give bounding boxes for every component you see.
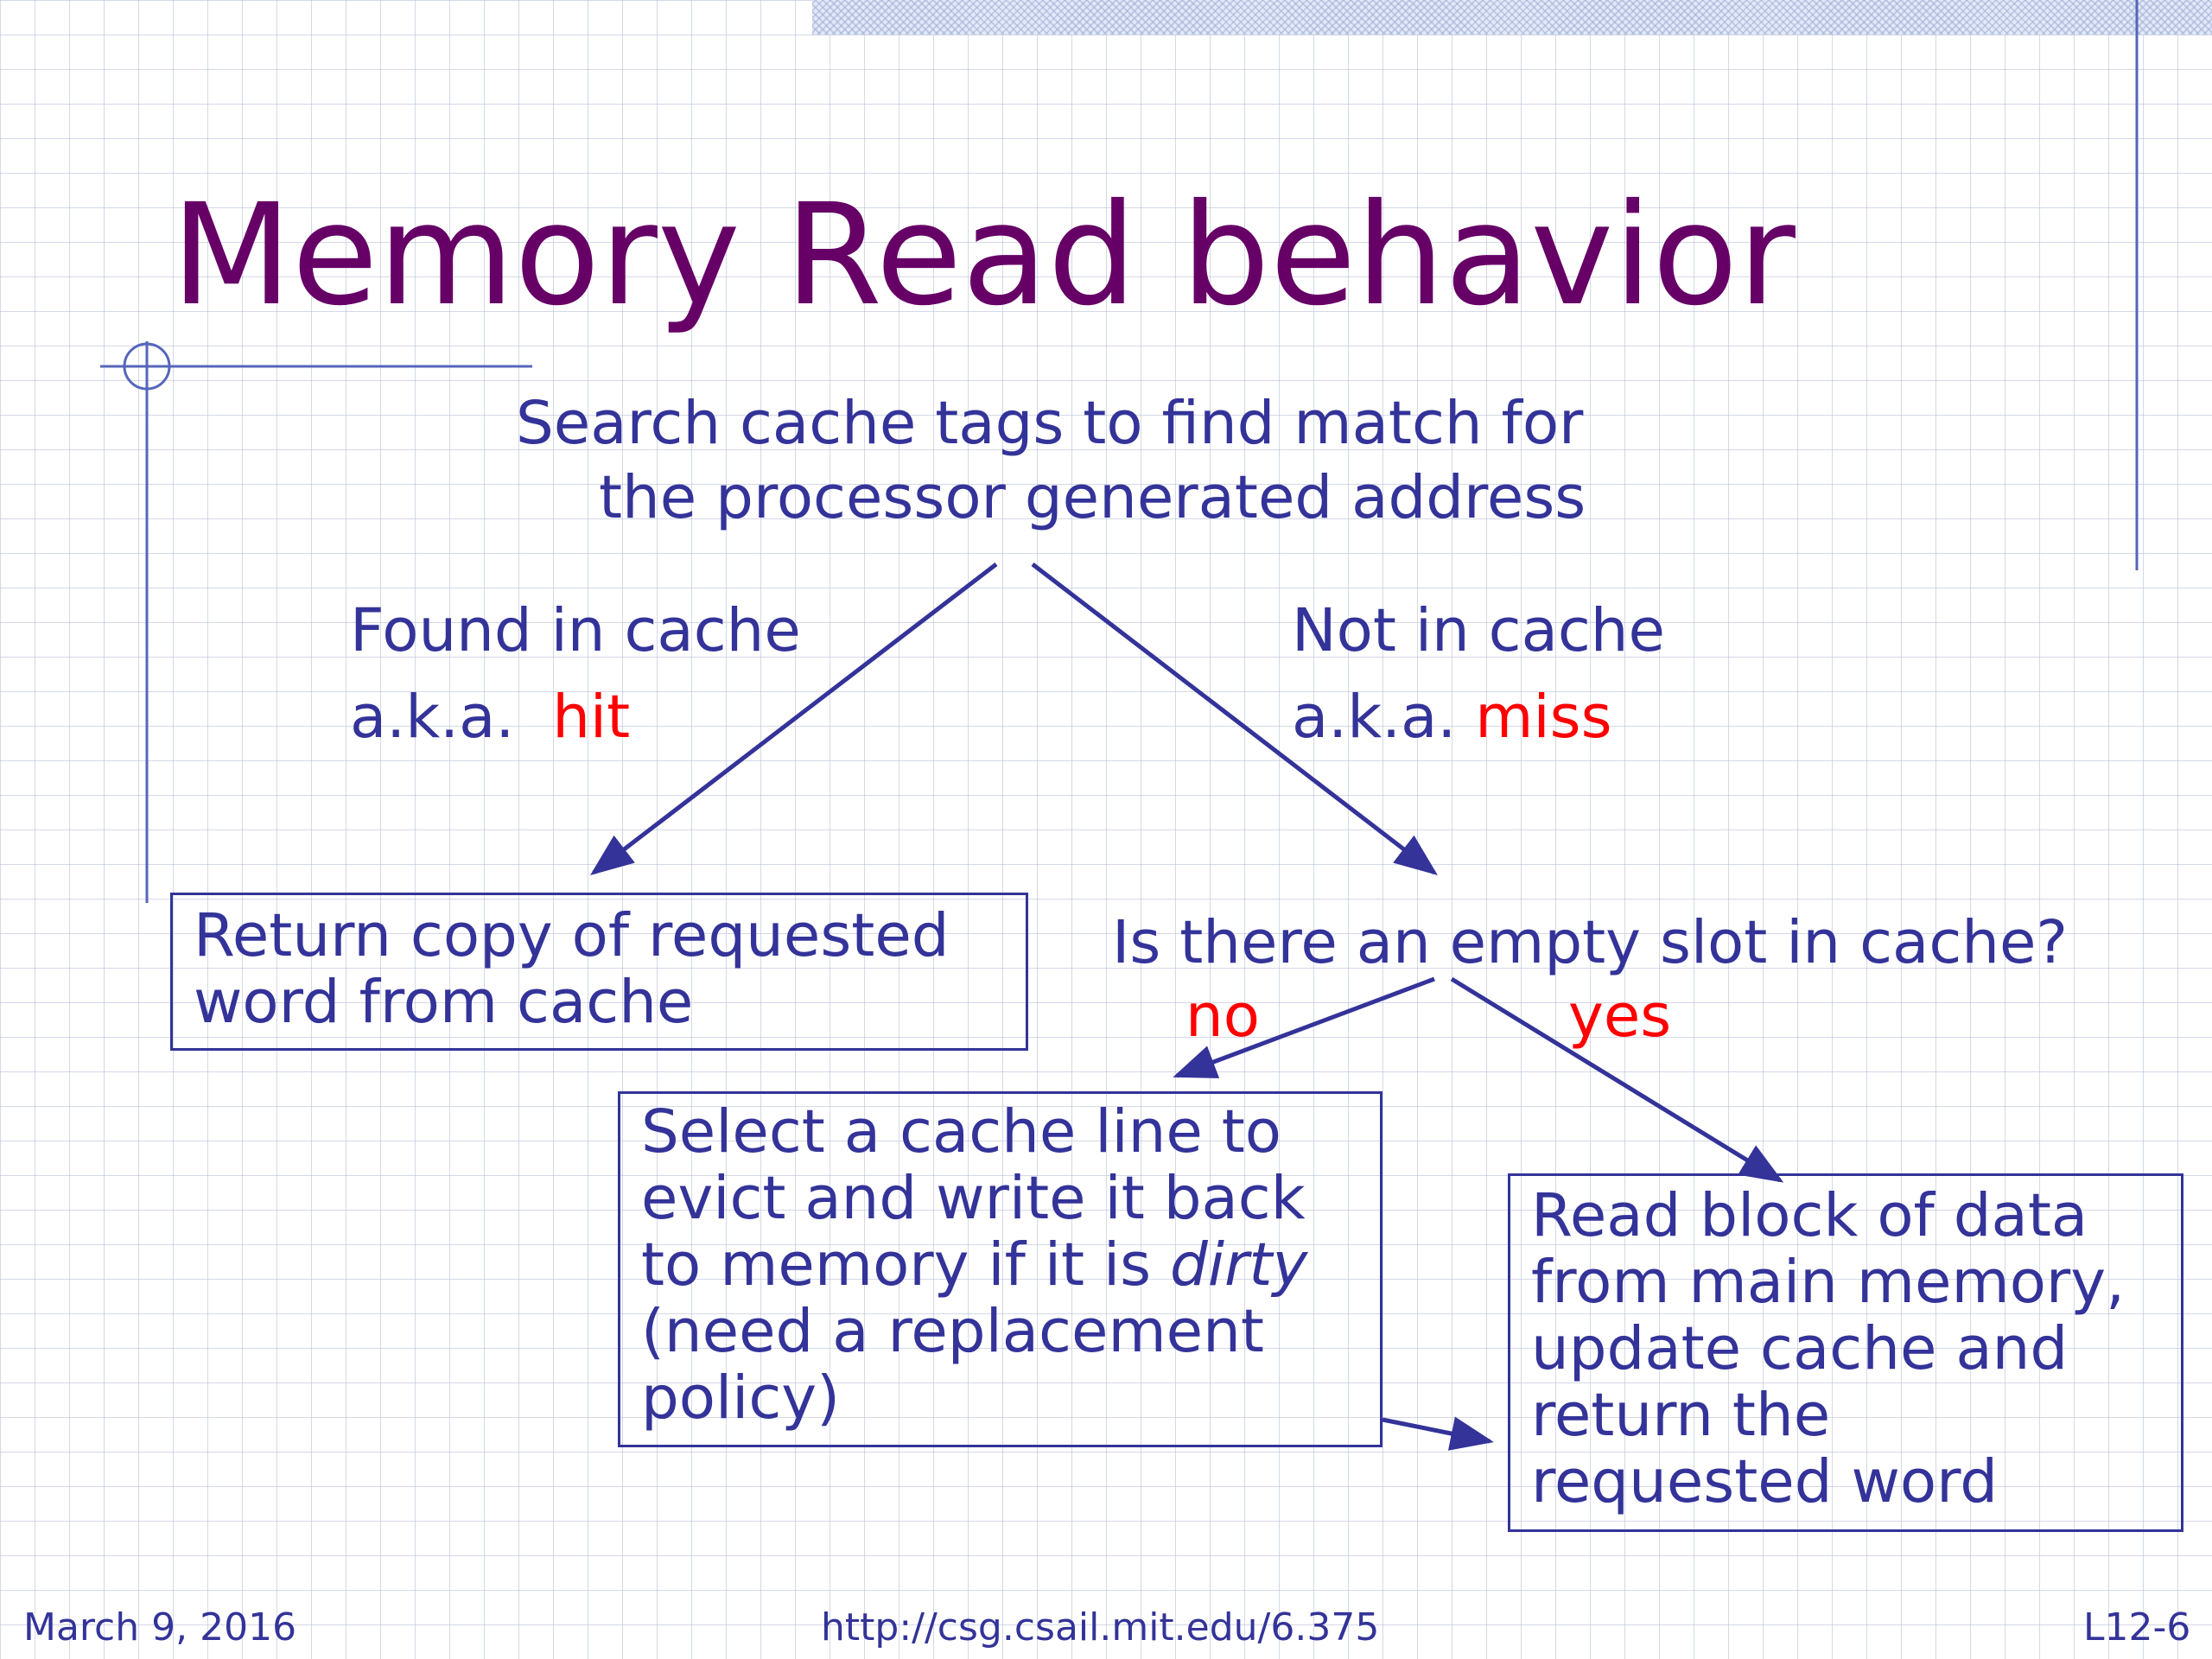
evict-box-line-4: (need a replacement	[641, 1297, 1264, 1366]
arrow-to-miss	[1031, 563, 1438, 876]
return-copy-box	[170, 893, 1028, 1051]
arrow-evict-to-read	[1382, 1416, 1494, 1451]
miss-term: miss	[1475, 683, 1612, 752]
miss-aka-prefix: a.k.a.	[1292, 683, 1457, 752]
read-box-line-4: return the	[1531, 1381, 1831, 1450]
footer-date: March 9, 2016	[23, 1605, 297, 1649]
hit-label: Found in cache	[350, 596, 801, 665]
read-box-line-3: update cache and	[1531, 1314, 2069, 1383]
empty-slot-question: Is there an empty slot in cache?	[1112, 908, 2069, 977]
arrow-to-hit	[590, 563, 998, 876]
slide-title: Memory Read behavior	[171, 175, 1796, 337]
hit-term: hit	[552, 683, 631, 752]
hit-aka-prefix: a.k.a.	[350, 683, 515, 752]
arrow-yes	[1450, 976, 1784, 1183]
evict-box-line-1: Select a cache line to	[641, 1097, 1282, 1166]
return-box-line-1: Return copy of requested	[194, 901, 950, 970]
miss-aka: a.k.a. miss	[1292, 680, 1612, 754]
evict-box	[618, 1091, 1382, 1447]
search-line-1: Search cache tags to find match for	[516, 389, 1584, 458]
read-box-line-5: requested word	[1531, 1447, 1999, 1516]
evict-box-line-2: evict and write it back	[641, 1164, 1306, 1233]
footer-slide-number: L12-6	[2083, 1605, 2191, 1649]
read-box-line-2: from main memory,	[1531, 1248, 2126, 1317]
hit-aka: a.k.a. hit	[350, 680, 630, 754]
search-line-2: the processor generated address	[599, 463, 1586, 532]
no-label: no	[1185, 982, 1260, 1051]
yes-label: yes	[1568, 982, 1672, 1051]
evict-box-line-3: to memory if it is dirty	[641, 1232, 1307, 1299]
evict-box-line-5: policy)	[641, 1363, 841, 1433]
footer-url: http://csg.csail.mit.edu/6.375	[821, 1605, 1380, 1649]
miss-label: Not in cache	[1292, 596, 1665, 665]
evict-box-line-3-text: to memory if it is	[641, 1230, 1171, 1300]
read-block-box	[1508, 1173, 2183, 1532]
arrow-no	[1173, 976, 1435, 1078]
crosshair-decoration	[100, 341, 532, 903]
return-box-line-2: word from cache	[194, 968, 694, 1037]
dirty-term: dirty	[1170, 1230, 1308, 1300]
header-pattern-band	[812, 0, 2212, 35]
read-box-line-1: Read block of data	[1531, 1181, 2088, 1250]
